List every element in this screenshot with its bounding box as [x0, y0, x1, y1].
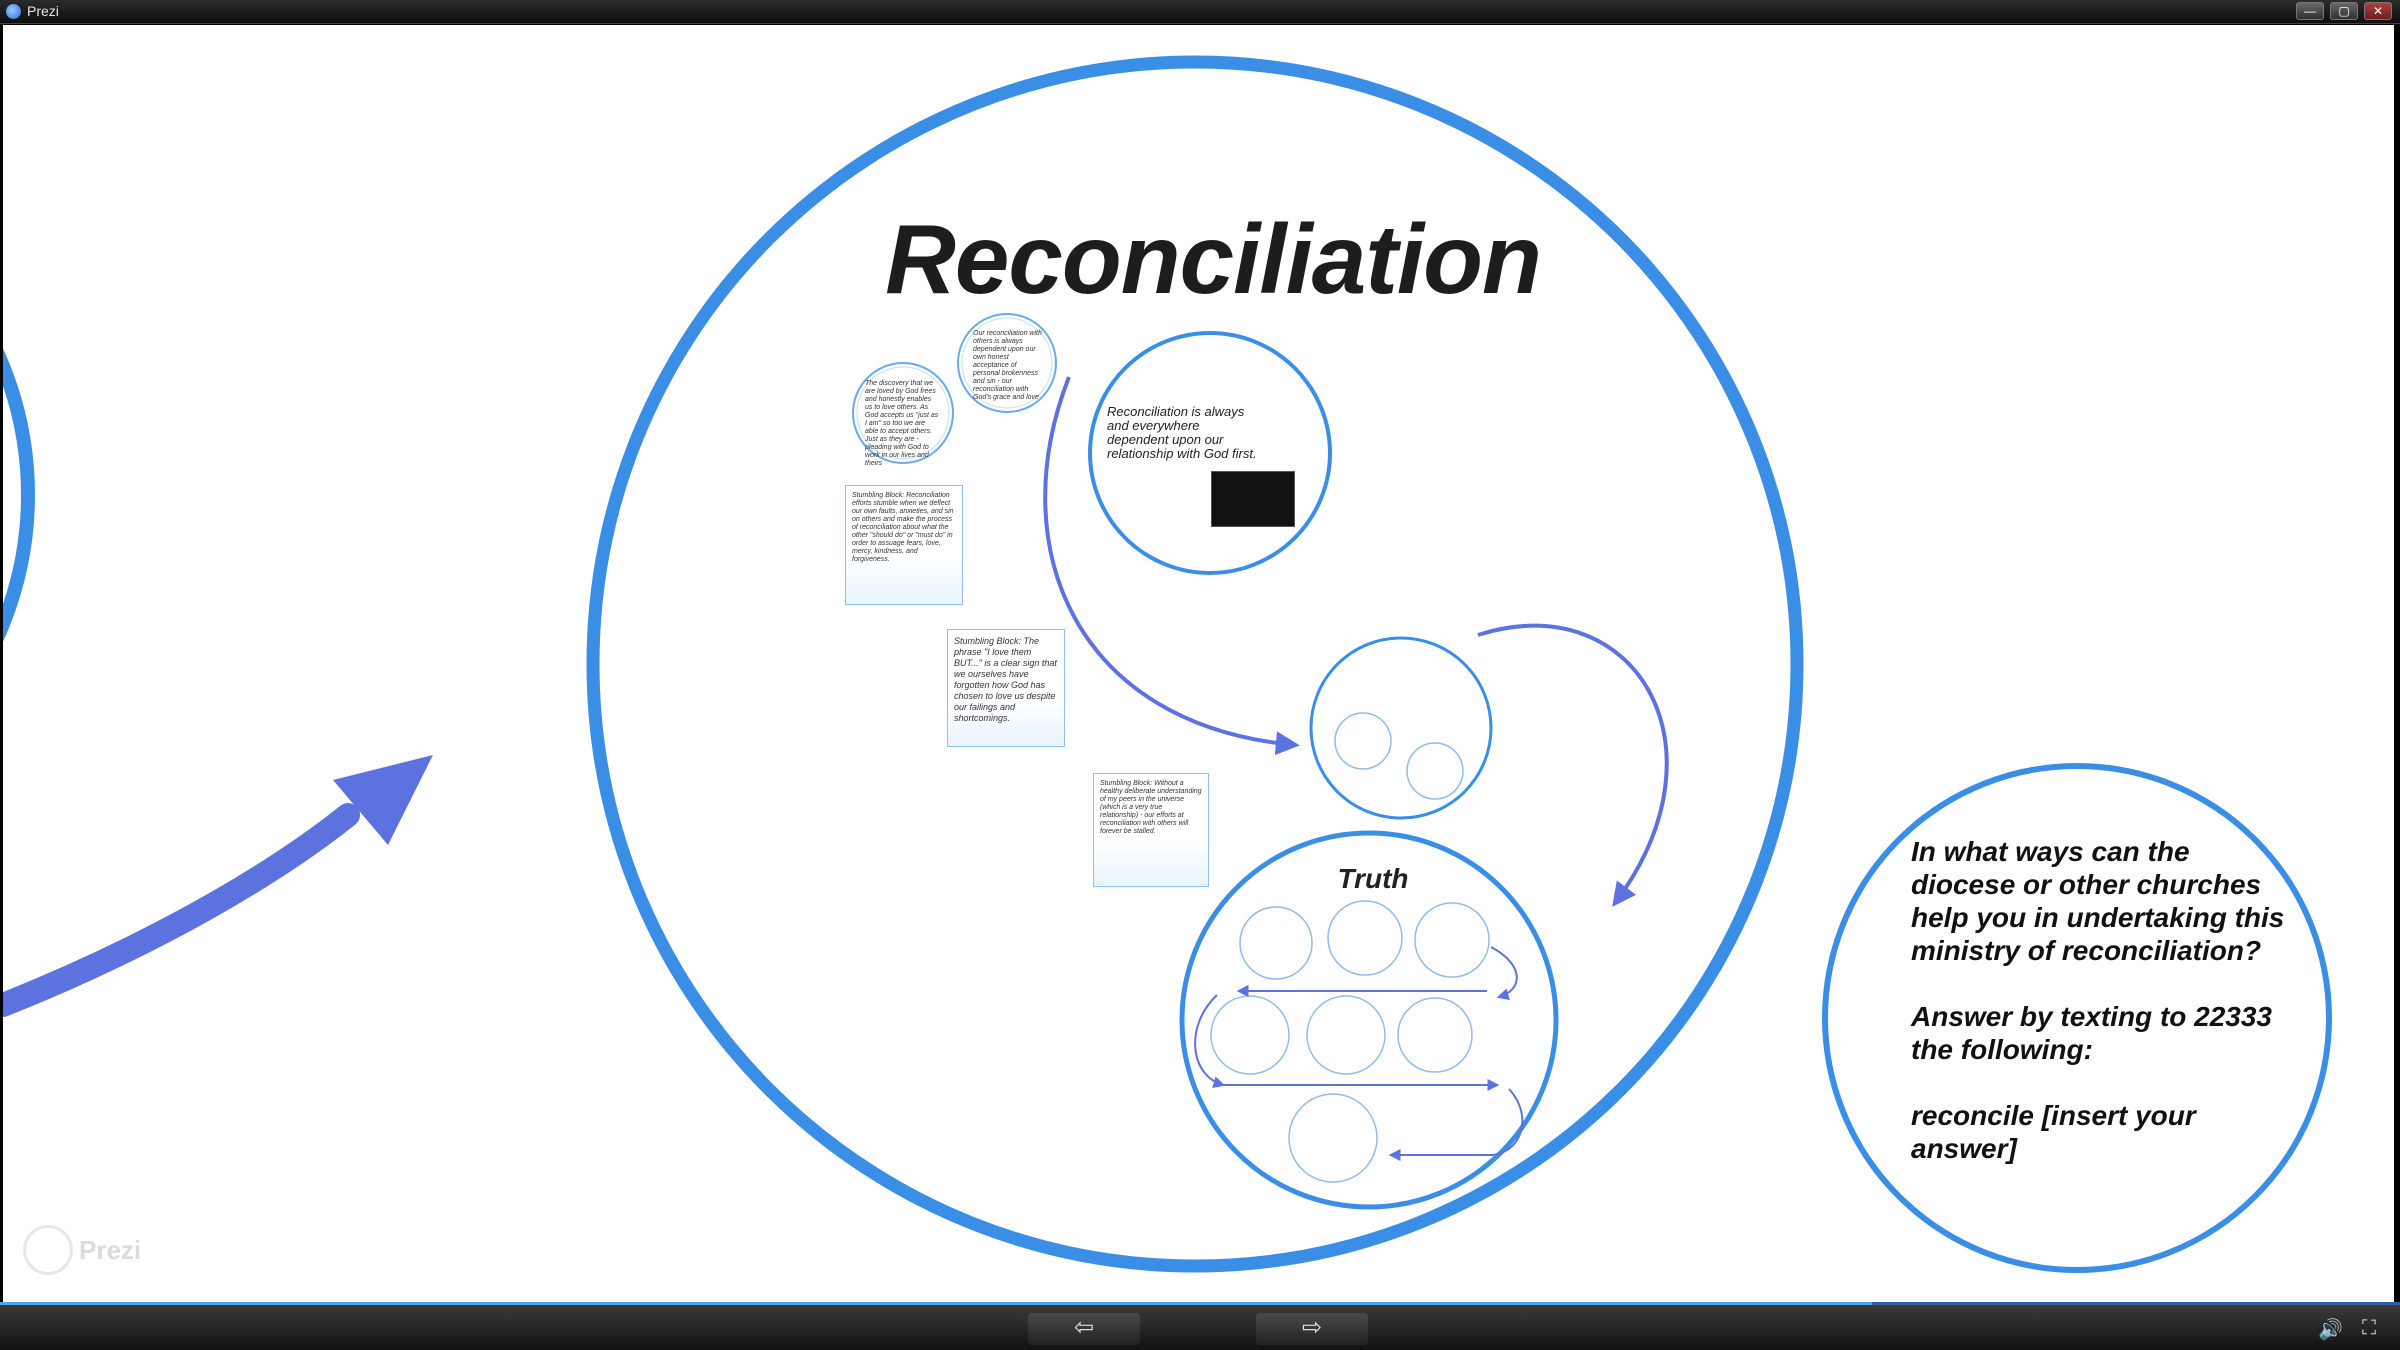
note-circle-2-inner [856, 366, 950, 460]
window-title: Prezi [27, 3, 59, 19]
embedded-image-thumbnail[interactable] [1211, 471, 1295, 527]
truth-note-1 [1239, 906, 1313, 980]
reconciliation-frame-circle[interactable] [586, 55, 1804, 1273]
small-note-text-2: The discovery that we are loved by God f… [865, 380, 939, 467]
stumbling-block-text-1: Stumbling Block: Reconciliation efforts … [852, 492, 954, 563]
minimize-button[interactable]: — [2296, 2, 2324, 20]
sub-frame-note-1 [1334, 712, 1392, 770]
next-step-button[interactable]: ⇨ [1256, 1313, 1368, 1345]
previous-step-button[interactable]: ⇦ [1028, 1313, 1140, 1345]
question-text: In what ways can the diocese or other ch… [1911, 835, 2291, 1198]
truth-note-4 [1210, 995, 1290, 1075]
prezi-watermark: Prezi [23, 1225, 141, 1275]
truth-arrow-5 [1492, 1088, 1524, 1156]
stumbling-block-text-2: Stumbling Block: The phrase "I love them… [954, 636, 1057, 723]
note-circle-2[interactable] [852, 362, 954, 464]
path-arrow-main [1043, 376, 1300, 756]
truth-note-2 [1327, 900, 1403, 976]
presentation-progress [0, 1302, 1872, 1305]
question-paragraph-1: In what ways can the diocese or other ch… [1911, 836, 2285, 966]
note-circle-1[interactable] [957, 313, 1057, 413]
fullscreen-icon[interactable]: ⛶ [2362, 1317, 2376, 1339]
close-button[interactable]: ✕ [2364, 2, 2392, 20]
small-note-text-1: Our reconciliation with others is always… [973, 330, 1042, 401]
path-arrow-right [1477, 623, 1669, 907]
truth-arrow-1 [1490, 946, 1518, 1001]
truth-note-3 [1414, 902, 1490, 978]
window-controls: — ▢ ✕ [2296, 2, 2392, 20]
sub-frame-note-2 [1406, 742, 1464, 800]
window-titlebar: Prezi — ▢ ✕ [0, 0, 2400, 24]
path-arrow [3, 803, 360, 1017]
truth-note-5 [1306, 995, 1386, 1075]
maximize-button[interactable]: ▢ [2330, 2, 2358, 20]
truth-note-7 [1288, 1093, 1378, 1183]
question-paragraph-2: Answer by texting to 22333 the following… [1911, 1001, 2273, 1065]
arrow-left-icon: ⇦ [1073, 1314, 1095, 1341]
truth-arrow-3 [1194, 994, 1226, 1089]
path-arrow-head [333, 755, 433, 845]
question-frame-circle[interactable] [1822, 763, 2332, 1273]
prezi-watermark-text: Prezi [79, 1234, 142, 1265]
prezi-app-icon [6, 4, 21, 19]
volume-icon[interactable]: 🔊 [2318, 1319, 2343, 1341]
prezi-logo-icon [23, 1225, 73, 1275]
arrow-right-icon: ⇨ [1301, 1314, 1323, 1341]
question-paragraph-3: reconcile [insert your answer] [1911, 1100, 2196, 1164]
stumbling-block-note-2[interactable]: Stumbling Block: The phrase "I love them… [947, 629, 1065, 747]
presentation-canvas[interactable]: Reconciliation Reconciliation is always … [3, 25, 2394, 1302]
truth-label: Truth [1337, 863, 1409, 894]
slide-title: Reconciliation [885, 204, 1542, 314]
main-idea-text: Reconciliation is always and everywhere … [1107, 404, 1257, 461]
stumbling-block-note-1[interactable]: Stumbling Block: Reconciliation efforts … [845, 485, 963, 605]
navigation-bar: ⇦ ⇨ 🔊 ⛶ [0, 1302, 2400, 1350]
stumbling-block-note-3[interactable]: Stumbling Block: Without a healthy delib… [1093, 773, 1209, 887]
truth-note-6 [1397, 997, 1473, 1073]
note-circle-1-inner [961, 317, 1053, 409]
stumbling-block-text-3: Stumbling Block: Without a healthy delib… [1100, 780, 1202, 835]
left-frame-circle[interactable] [3, 150, 35, 840]
